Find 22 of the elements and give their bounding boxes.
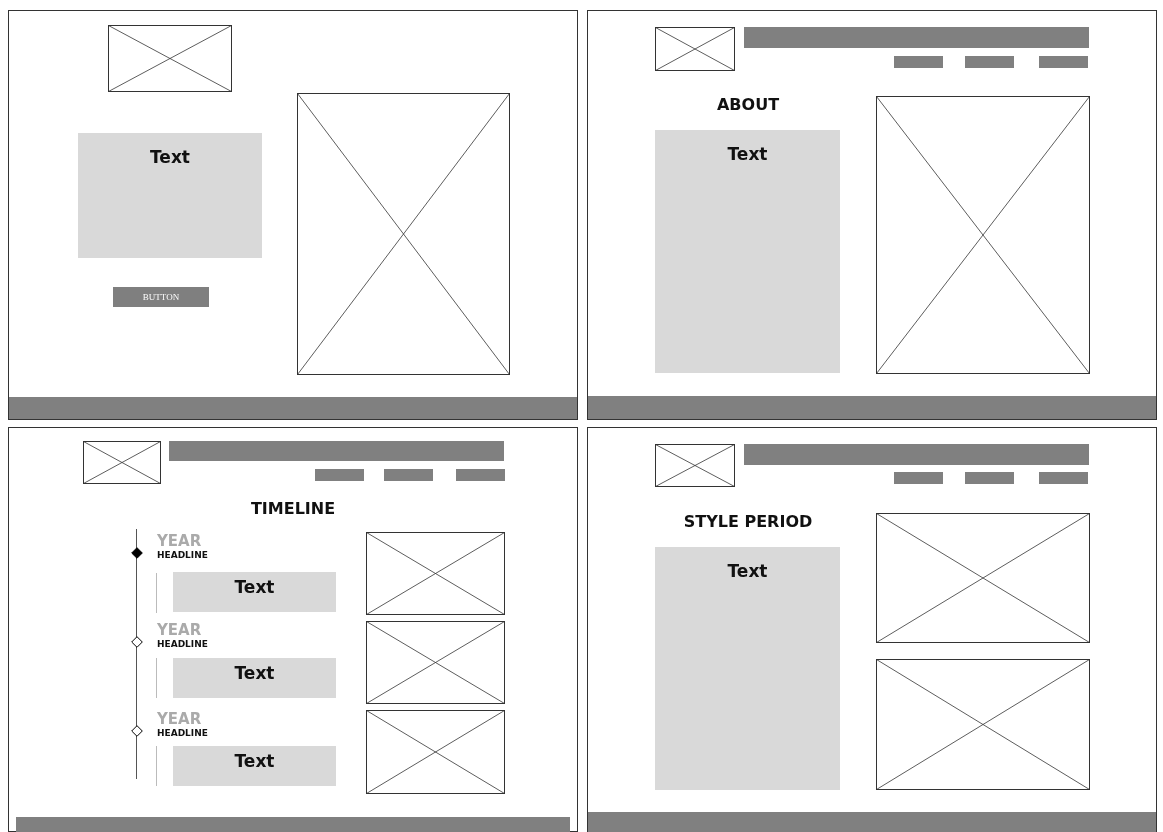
headline-label: HEADLINE (157, 550, 208, 560)
placeholder-text: Text (727, 144, 768, 164)
button: BUTTON (113, 287, 209, 307)
text-block (655, 130, 840, 373)
text-block (173, 658, 336, 698)
text-block (173, 746, 336, 786)
headline-label: HEADLINE (157, 639, 208, 649)
text-block (655, 547, 840, 790)
section-heading: STYLE PERIOD (683, 512, 813, 531)
text-block (78, 133, 262, 258)
year-label: YEAR (157, 712, 202, 727)
placeholder-text: Text (150, 147, 190, 167)
section-heading: ABOUT (716, 95, 780, 114)
headline-label: HEADLINE (157, 728, 208, 738)
section-heading: TIMELINE (250, 499, 336, 518)
year-label: YEAR (157, 623, 202, 638)
placeholder-text: Text (234, 663, 275, 683)
placeholder-text: Text (727, 561, 768, 581)
text-block (173, 572, 336, 612)
placeholder-text: Text (234, 577, 275, 597)
year-label: YEAR (157, 534, 202, 549)
placeholder-text: Text (234, 751, 275, 771)
